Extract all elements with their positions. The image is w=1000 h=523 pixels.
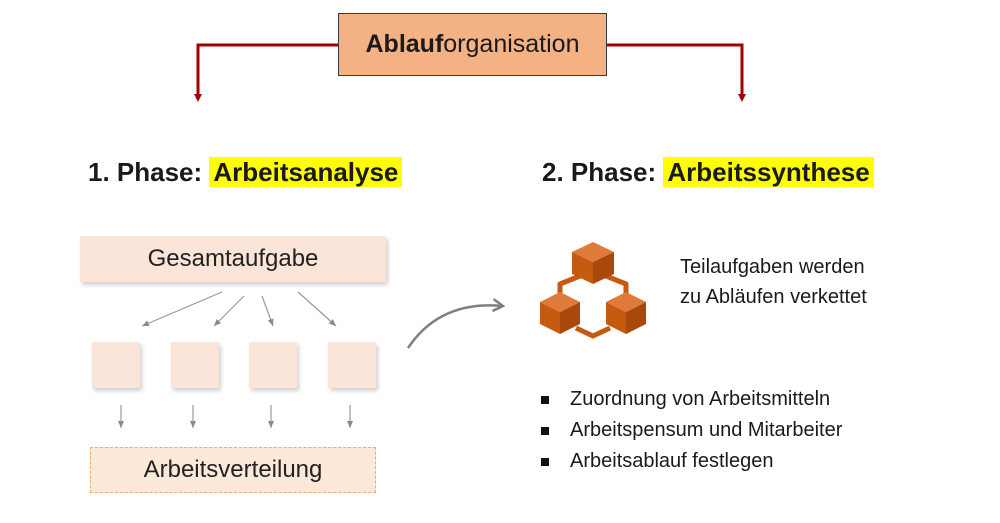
split-arrow-4 [297, 291, 337, 327]
subtask-box [328, 342, 376, 388]
work-distribution-label: Arbeitsverteilung [143, 456, 323, 483]
title-text: Ablauforganisation [365, 30, 580, 58]
work-distribution-box: Arbeitsverteilung [90, 447, 376, 493]
phase-2-prefix: 2. Phase: [542, 157, 664, 187]
left-red-arrow [194, 43, 338, 102]
synthesis-bullet-list: Zuordnung von Arbeitsmitteln Arbeitspens… [538, 384, 842, 477]
whole-task-label: Gesamtaufgabe [147, 245, 319, 272]
phase-2-name: Arbeitssynthese [663, 157, 874, 187]
split-arrow-3 [261, 295, 274, 327]
title-box: Ablauforganisation [338, 13, 607, 76]
cube-network-icon [540, 242, 646, 339]
phase-1-prefix: 1. Phase: [88, 157, 210, 187]
bullet-item: Arbeitsablauf festlegen [538, 446, 842, 477]
synthesis-description: Teilaufgaben werden zu Abläufen verkette… [680, 252, 867, 312]
bullet-item: Arbeitspensum und Mitarbeiter [538, 415, 842, 446]
phase-1-name: Arbeitsanalyse [209, 157, 403, 187]
subtask-box [92, 342, 140, 388]
bullet-item: Zuordnung von Arbeitsmitteln [538, 384, 842, 415]
right-red-arrow [607, 43, 746, 102]
split-arrow-1 [141, 291, 223, 327]
description-line: zu Abläufen verkettet [680, 286, 867, 308]
description-line: Teilaufgaben werden [680, 256, 865, 278]
phase-2-heading: 2. Phase: Arbeitssynthese [542, 152, 874, 192]
subtask-box [249, 342, 297, 388]
subtask-box [171, 342, 219, 388]
phase-1-heading: 1. Phase: Arbeitsanalyse [88, 152, 403, 192]
split-arrow-2 [213, 295, 245, 327]
curved-transition-arrow [406, 298, 506, 349]
whole-task-box: Gesamtaufgabe [80, 236, 386, 282]
